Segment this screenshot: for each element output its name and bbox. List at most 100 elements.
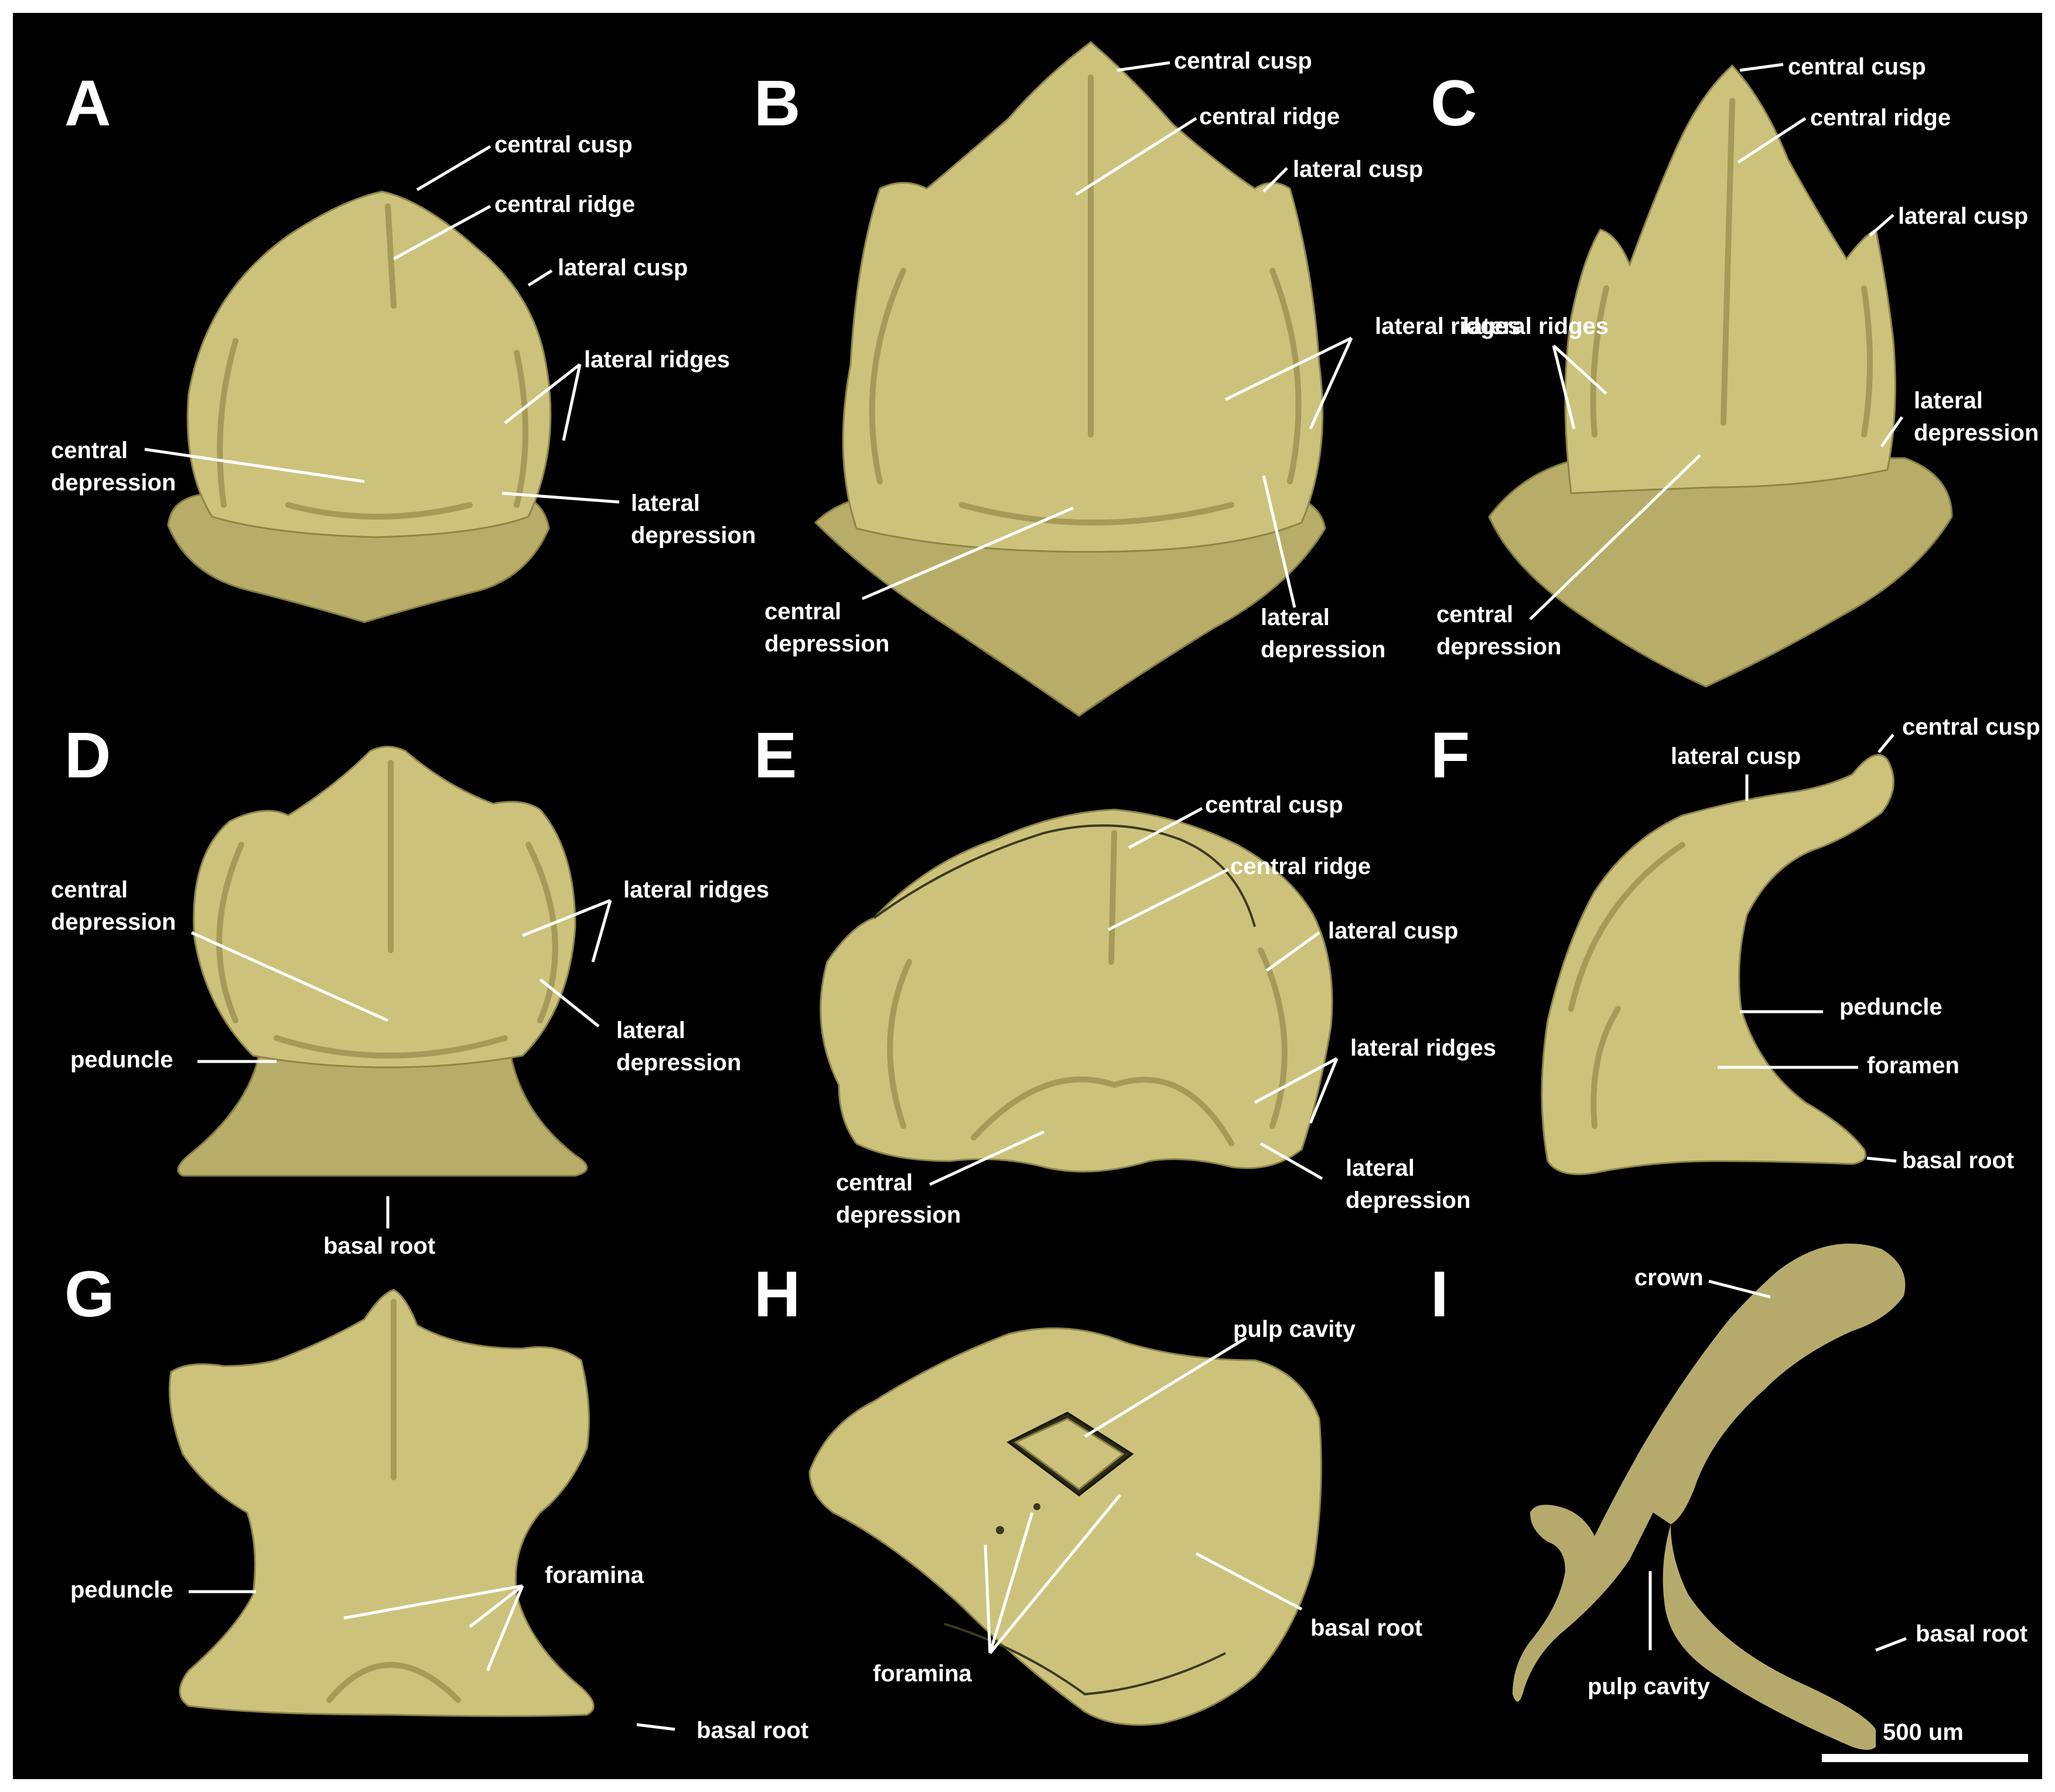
leader-h-foramina-3 (989, 1494, 1121, 1654)
figure-svg: A central cusp central ridge lateral cus… (51, 41, 2040, 1762)
panel-letter-g: G (64, 1258, 115, 1330)
leader-c-lateral-depression (1880, 416, 1904, 448)
leader-c-lateral-ridges-1 (1552, 344, 1607, 395)
tooth-f (1541, 754, 1894, 1175)
leader-f-basal-root (1866, 1156, 1897, 1163)
leader-b-central-ridge (1075, 117, 1197, 196)
leader-d-lateral-depression (539, 978, 600, 1028)
leader-f-central-cusp (1878, 733, 1894, 753)
label-a-central-ridge: central ridge (494, 192, 635, 217)
label-e-lateral-cusp: lateral cusp (1328, 918, 1458, 944)
label-f-peduncle: peduncle (1839, 994, 1943, 1020)
leader-a-lateral-cusp (527, 269, 553, 287)
scale-bar-line (1822, 1754, 2028, 1762)
label-d-basal-root: basal root (323, 1233, 435, 1259)
label-f-central-cusp: central cusp (1902, 714, 2040, 740)
label-a-central-depression-1: central (51, 438, 128, 463)
label-a-lateral-depression-1: lateral (631, 490, 700, 516)
panel-letter-i: I (1431, 1258, 1449, 1330)
label-c-lateral-depression-2: depression (1914, 420, 2039, 446)
leader-g-foramina-1 (343, 1584, 523, 1620)
label-f-lateral-cusp: lateral cusp (1671, 743, 1801, 769)
label-e-lateral-depression-2: depression (1346, 1187, 1470, 1213)
panel-g: G peduncle foramina basal root (64, 1258, 808, 1743)
label-b-central-ridge: central ridge (1199, 104, 1340, 129)
leader-h-pulp-cavity (1084, 1336, 1247, 1438)
tooth-b (814, 41, 1326, 717)
leader-e-lateral-ridges-1 (1254, 1057, 1338, 1104)
tooth-a (167, 190, 552, 623)
label-i-pulp-cavity: pulp cavity (1588, 1674, 1711, 1699)
label-a-central-depression-2: depression (51, 470, 176, 496)
panel-letter-b: B (754, 67, 800, 139)
label-c-central-ridge: central ridge (1810, 105, 1951, 131)
leader-h-foramina-1 (984, 1544, 992, 1654)
leader-a-lateral-ridges-1 (504, 363, 581, 424)
panel-b: B central cusp central ridge lateral cus… (754, 41, 1521, 717)
leader-g-foramina-2 (469, 1585, 524, 1628)
leader-i-basal-root (1875, 1637, 1907, 1652)
label-c-central-cusp: central cusp (1788, 54, 1926, 80)
label-g-foramina: foramina (545, 1562, 644, 1588)
panel-letter-f: F (1431, 719, 1470, 791)
label-h-pulp-cavity: pulp cavity (1233, 1316, 1356, 1342)
leader-c-central-cusp (1739, 63, 1784, 72)
tooth-e (820, 808, 1333, 1173)
leader-e-central-depression (928, 1130, 1045, 1186)
label-d-central-depression-2: depression (51, 909, 176, 935)
label-g-basal-root: basal root (697, 1718, 808, 1743)
leader-g-basal-root (636, 1723, 675, 1731)
label-e-central-cusp: central cusp (1205, 792, 1343, 818)
label-d-lateral-depression-1: lateral (616, 1018, 685, 1043)
panel-f: F central cusp lateral cusp peduncle for… (1431, 714, 2040, 1175)
label-e-central-ridge: central ridge (1230, 854, 1371, 879)
leader-a-central-depression (144, 448, 365, 483)
label-h-foramina: foramina (873, 1661, 972, 1687)
label-a-central-cusp: central cusp (494, 132, 633, 158)
panel-i: I crown basal root pulp cavity 500 um (1431, 1243, 2028, 1762)
tooth-c (1488, 64, 1953, 688)
leader-g-foramina-3 (486, 1585, 524, 1671)
tooth-d (177, 746, 588, 1177)
label-e-central-depression-2: depression (836, 1202, 961, 1228)
label-f-basal-root: basal root (1902, 1148, 2014, 1173)
leader-b-lateral-ridges-1 (1224, 336, 1353, 401)
leader-e-lateral-depression (1259, 1142, 1323, 1180)
panel-letter-c: C (1431, 67, 1477, 139)
label-d-lateral-ridges: lateral ridges (623, 877, 769, 903)
leader-e-lateral-ridges-2 (1309, 1058, 1339, 1124)
leader-e-central-ridge (1107, 868, 1230, 931)
leader-e-lateral-cusp (1265, 931, 1320, 972)
label-b-central-depression-2: depression (764, 631, 889, 657)
panel-letter-e: E (754, 719, 797, 791)
label-f-foramen: foramen (1867, 1053, 1960, 1078)
label-c-lateral-ridges: lateral ridges (1463, 313, 1609, 339)
label-b-lateral-cusp: lateral cusp (1293, 156, 1423, 182)
label-e-lateral-ridges: lateral ridges (1350, 1035, 1496, 1061)
panel-h: H pulp cavity basal root foramina (754, 1258, 1422, 1726)
leader-a-lateral-depression (501, 491, 620, 504)
label-c-lateral-cusp: lateral cusp (1898, 203, 2028, 229)
label-h-basal-root: basal root (1310, 1615, 1422, 1641)
label-b-lateral-ridges: lateral ridges (1375, 313, 1521, 339)
leader-a-central-cusp (416, 145, 491, 192)
panel-e: E central cusp central ridge lateral cus… (754, 719, 1496, 1228)
tooth-h (808, 1327, 1322, 1726)
label-e-lateral-depression-1: lateral (1346, 1155, 1415, 1181)
panel-d: D central depression lateral ridges late… (51, 719, 769, 1259)
leader-b-central-depression (862, 506, 1074, 600)
panel-letter-a: A (64, 67, 111, 139)
label-b-central-depression-1: central (764, 599, 841, 624)
label-d-central-depression-1: central (51, 877, 128, 903)
leader-b-lateral-cusp (1262, 167, 1288, 193)
tooth-i-section (1513, 1243, 1906, 1750)
label-g-peduncle: peduncle (70, 1577, 173, 1603)
leader-h-foramina-2 (988, 1512, 1034, 1654)
leader-c-lateral-ridges-2 (1552, 345, 1576, 429)
label-c-central-depression-1: central (1436, 602, 1513, 627)
label-c-central-depression-2: depression (1436, 634, 1561, 660)
label-b-lateral-depression-1: lateral (1261, 605, 1330, 630)
leader-i-crown (1708, 1279, 1771, 1299)
label-i-crown: crown (1634, 1265, 1704, 1291)
leader-a-lateral-ridges-2 (562, 364, 582, 441)
